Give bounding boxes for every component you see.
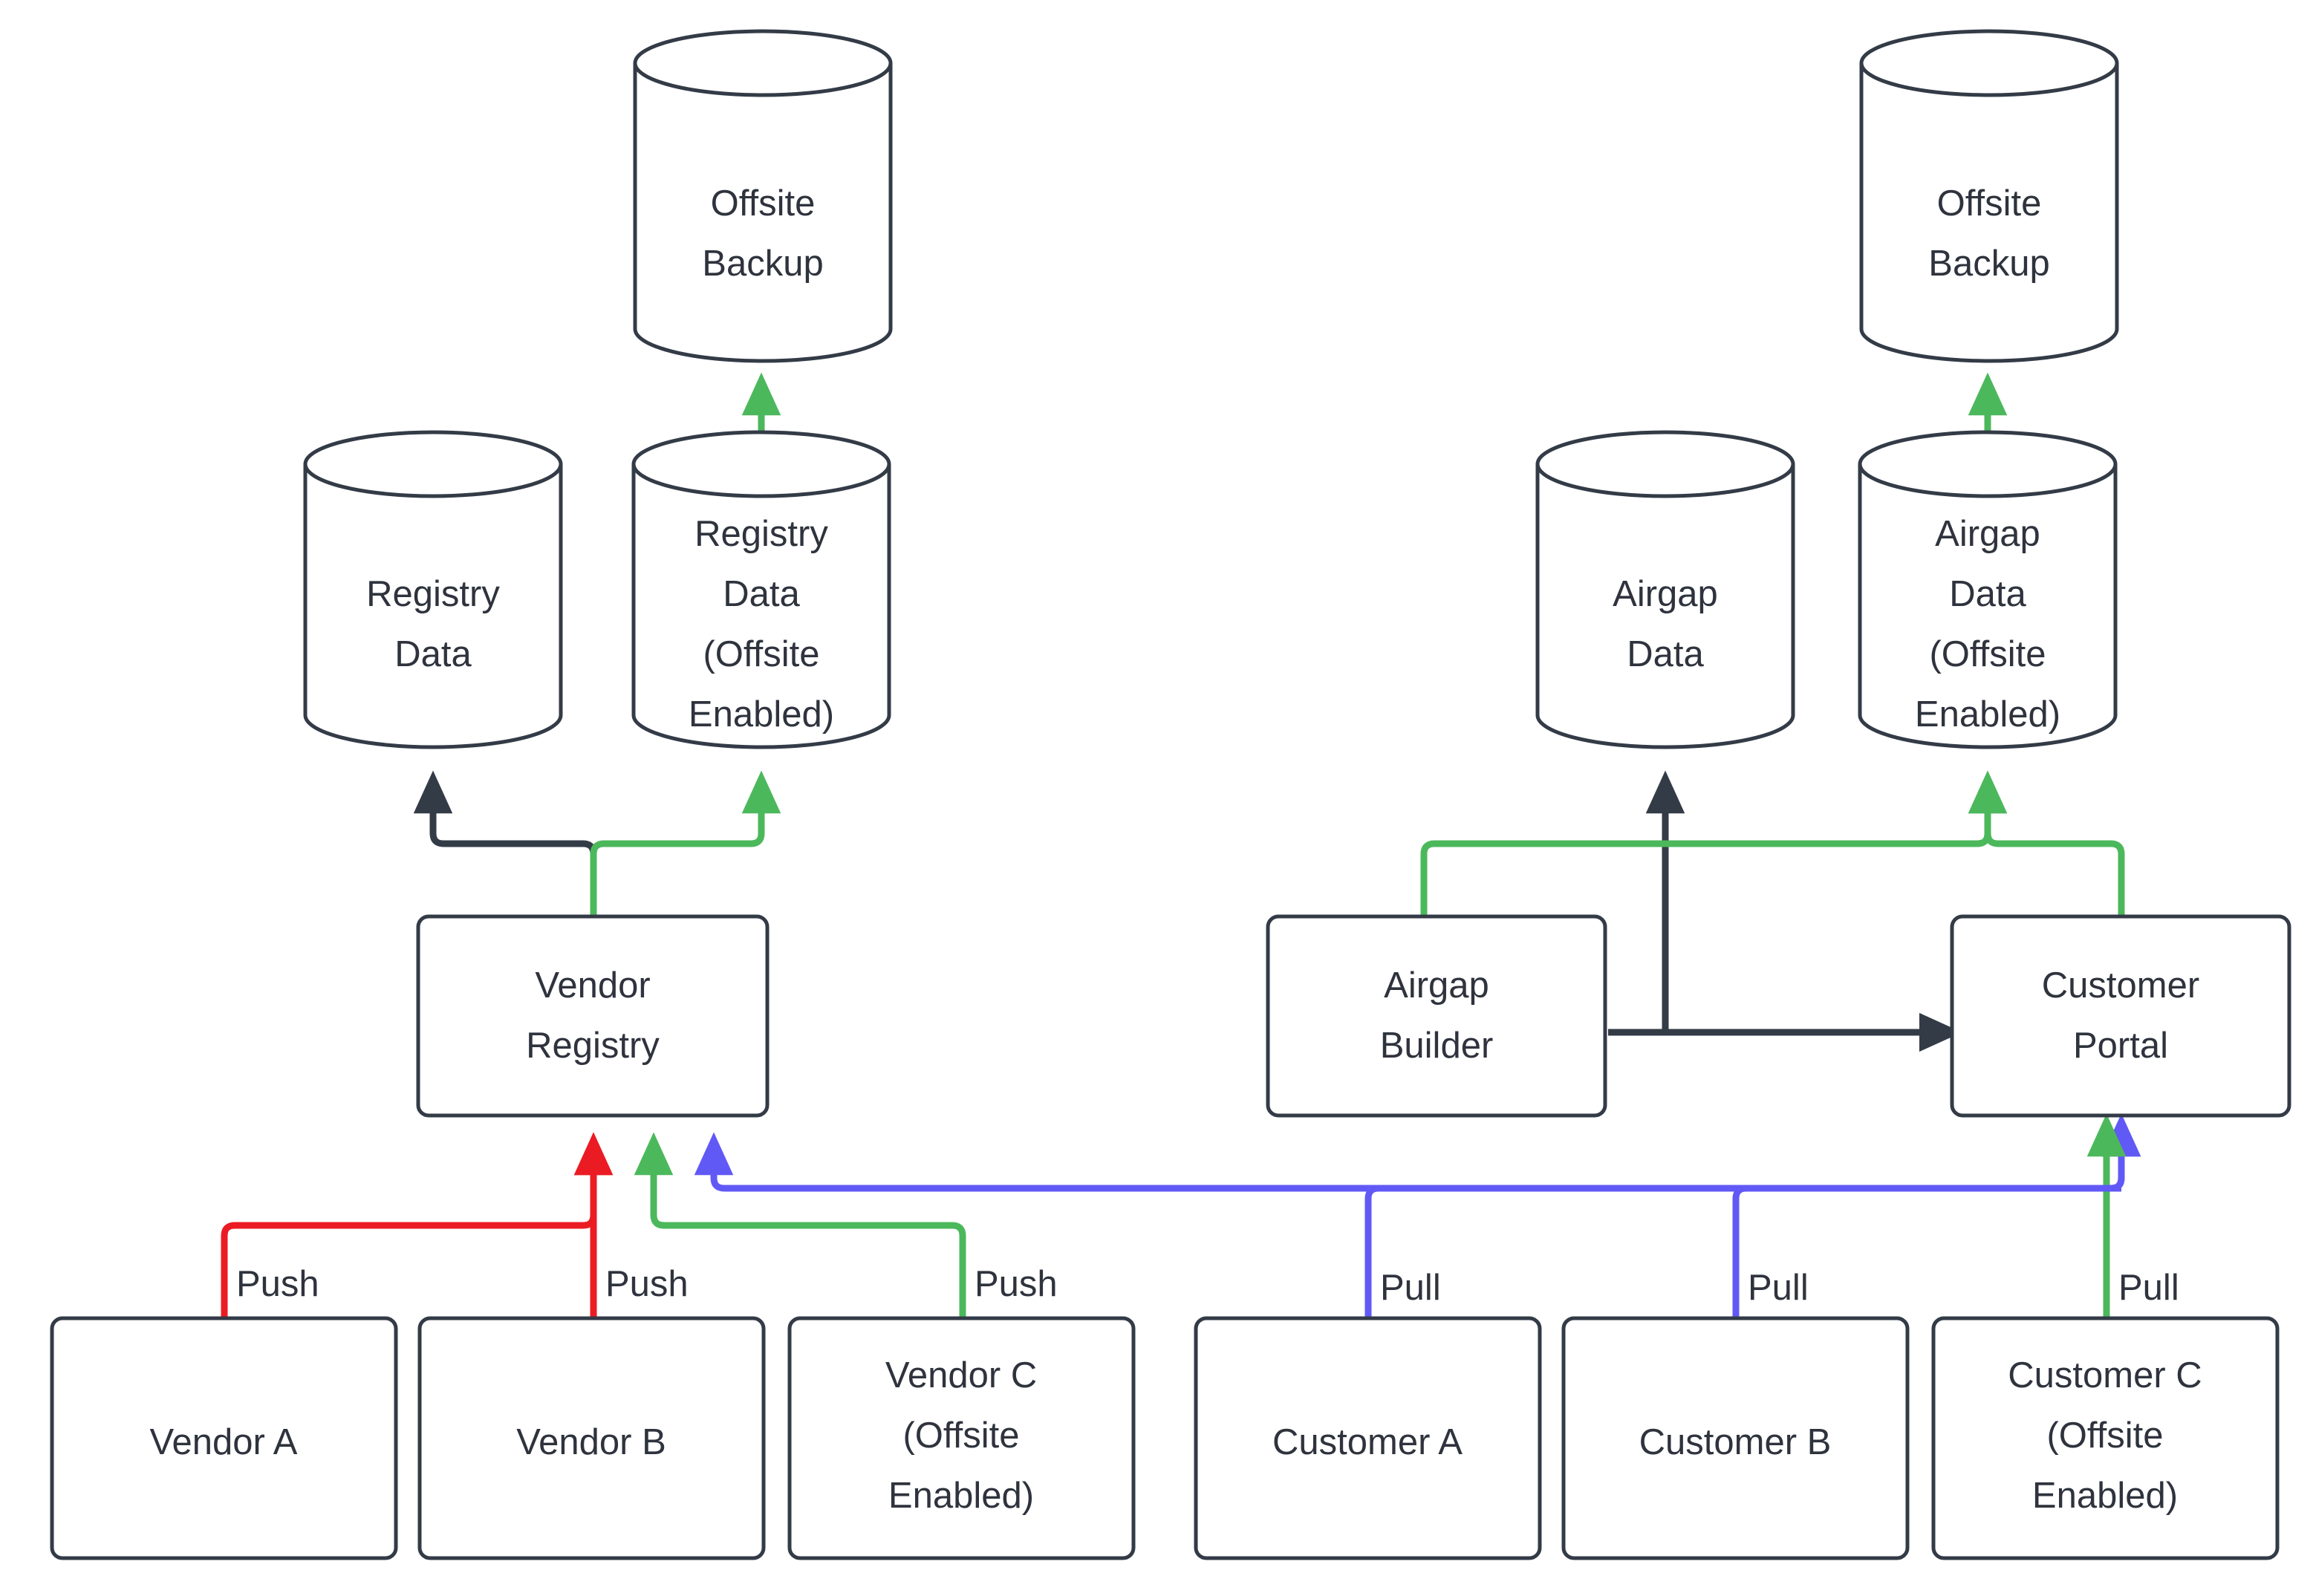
offsite-backup-right-label-line1: Offsite — [1937, 183, 2042, 224]
edge-vendor-c-push — [634, 1132, 966, 1318]
node-vendor-registry[interactable]: Vendor Registry — [416, 914, 770, 1118]
node-customer-a[interactable]: Customer A — [1194, 1316, 1542, 1560]
node-vendor-c[interactable]: Vendor C (Offsite Enabled) — [787, 1316, 1136, 1560]
vendor-registry-label-line1: Vendor — [535, 965, 650, 1006]
registry-data-label-line1: Registry — [366, 574, 500, 614]
airgap-data-label-line2: Data — [1627, 634, 1704, 674]
vendor-b-label: Vendor B — [516, 1422, 666, 1462]
registry-data-offsite-label-line3: (Offsite — [703, 634, 819, 674]
registry-data-offsite-label-line2: Data — [723, 574, 800, 614]
airgap-data-offsite-label-line1: Airgap — [1935, 514, 2040, 554]
vendor-c-label-line2: (Offsite — [902, 1416, 1019, 1456]
node-customer-b[interactable]: Customer B — [1561, 1316, 1910, 1560]
customer-b-label: Customer B — [1639, 1422, 1832, 1462]
offsite-backup-left-label-line2: Backup — [702, 244, 823, 284]
vendor-c-label-line1: Vendor C — [885, 1355, 1037, 1395]
airgap-builder-label-line1: Airgap — [1384, 965, 1489, 1006]
node-offsite-backup-right[interactable]: Offsite Backup — [1859, 29, 2119, 363]
node-customer-portal[interactable]: Customer Portal — [1950, 914, 2291, 1118]
customer-c-label-line1: Customer C — [2008, 1355, 2202, 1395]
edge-label-customer-b-pull: Pull — [1748, 1268, 1809, 1308]
customer-c-label-line2: (Offsite — [2046, 1416, 2163, 1456]
customer-c-label-line3: Enabled) — [2032, 1476, 2178, 1516]
node-registry-data[interactable]: Registry Data — [303, 430, 563, 749]
vendor-registry-label-line2: Registry — [526, 1026, 660, 1066]
edge-vendor-registry-to-registry-data-offsite — [590, 770, 781, 916]
customer-portal-label-line2: Portal — [2073, 1026, 2168, 1066]
node-vendor-b[interactable]: Vendor B — [417, 1316, 766, 1560]
airgap-data-offsite-label-line2: Data — [1949, 574, 2026, 614]
registry-data-offsite-label-line1: Registry — [694, 514, 828, 554]
node-customer-c[interactable]: Customer C (Offsite Enabled) — [1931, 1316, 2280, 1560]
registry-data-label-line2: Data — [394, 634, 472, 674]
edge-customer-portal-to-vendor-registry — [694, 1132, 2121, 1192]
node-vendor-a[interactable]: Vendor A — [50, 1316, 398, 1560]
edge-label-vendor-a-push: Push — [236, 1264, 319, 1304]
airgap-builder-label-line2: Builder — [1380, 1026, 1494, 1066]
edge-customer-a-pull — [1364, 1113, 2141, 1318]
offsite-backup-right-label-line2: Backup — [1928, 244, 2049, 284]
edge-label-vendor-c-push: Push — [975, 1264, 1058, 1304]
vendor-c-label-line3: Enabled) — [888, 1476, 1034, 1516]
edge-customer-portal-to-airgap-data-offsite — [1968, 770, 2125, 916]
edge-airgap-builder-to-airgap-data-offsite — [1420, 770, 2008, 916]
edge-label-customer-c-pull: Pull — [2118, 1268, 2179, 1308]
customer-a-label: Customer A — [1272, 1422, 1463, 1462]
node-airgap-data-offsite[interactable]: Airgap Data (Offsite Enabled) — [1858, 430, 2118, 749]
edge-label-customer-a-pull: Pull — [1380, 1268, 1441, 1308]
airgap-data-offsite-label-line3: (Offsite — [1929, 634, 2046, 674]
airgap-data-label-line1: Airgap — [1613, 574, 1718, 614]
edge-label-vendor-b-push: Push — [605, 1264, 689, 1304]
airgap-data-offsite-label-line4: Enabled) — [1915, 694, 2060, 735]
customer-portal-label-line1: Customer — [2042, 965, 2199, 1006]
node-airgap-builder[interactable]: Airgap Builder — [1266, 914, 1607, 1118]
edge-vendor-registry-to-registry-data — [413, 770, 597, 916]
vendor-a-label: Vendor A — [150, 1422, 298, 1462]
node-offsite-backup-left[interactable]: Offsite Backup — [633, 29, 893, 363]
offsite-backup-left-label-line1: Offsite — [711, 183, 816, 224]
node-registry-data-offsite[interactable]: Registry Data (Offsite Enabled) — [631, 430, 891, 749]
node-airgap-data[interactable]: Airgap Data — [1535, 430, 1795, 749]
registry-data-offsite-label-line4: Enabled) — [689, 694, 834, 735]
